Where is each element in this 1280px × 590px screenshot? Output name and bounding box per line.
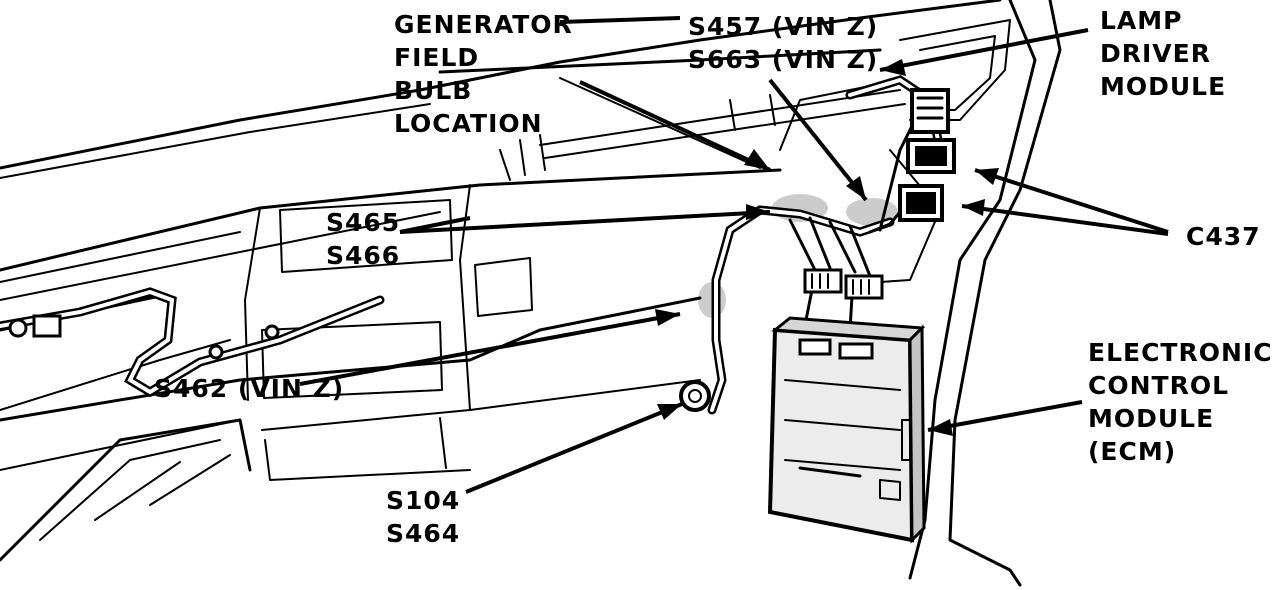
label-line: S457 (VIN Z)	[688, 12, 879, 41]
lamp-driver-module	[910, 88, 950, 134]
c437-connectors	[898, 138, 956, 222]
label-line: LAMP	[1100, 6, 1183, 35]
label-line: (ECM)	[1088, 437, 1177, 466]
label-line: S663 (VIN Z)	[688, 45, 879, 74]
label-line: MODULE	[1088, 404, 1215, 433]
label-s457-s663: S457 (VIN Z) S663 (VIN Z)	[688, 10, 878, 76]
label-s462: S462 (VIN Z)	[154, 372, 344, 405]
label-line: S104	[386, 486, 461, 515]
ecm-connectors	[803, 268, 884, 300]
label-ecm: ELECTRONIC CONTROL MODULE (ECM)	[1088, 336, 1273, 468]
label-line: LOCATION	[394, 109, 543, 138]
label-line: C437	[1186, 222, 1261, 251]
label-line: S466	[326, 241, 401, 270]
label-line: ELECTRONIC	[1088, 338, 1273, 367]
leader-arrows	[299, 16, 1169, 494]
ecm-box	[767, 316, 926, 544]
label-line: FIELD	[394, 43, 480, 72]
label-generator-field-bulb-location: GENERATOR FIELD BULB LOCATION	[394, 8, 573, 140]
dashboard-outline	[0, 0, 1002, 562]
label-s104-s464: S104 S464	[386, 484, 460, 550]
left-harness	[0, 287, 385, 398]
label-c437: C437	[1186, 220, 1261, 253]
label-line: GENERATOR	[394, 10, 573, 39]
label-lamp-driver-module: LAMP DRIVER MODULE	[1100, 4, 1226, 103]
label-line: BULB	[394, 76, 473, 105]
label-line: S464	[386, 519, 461, 548]
label-line: S462 (VIN Z)	[154, 374, 345, 403]
label-line: S465	[326, 208, 401, 237]
label-line: DRIVER	[1100, 39, 1211, 68]
label-s465-s466: S465 S466	[326, 206, 400, 272]
label-line: MODULE	[1100, 72, 1227, 101]
label-line: CONTROL	[1088, 371, 1230, 400]
